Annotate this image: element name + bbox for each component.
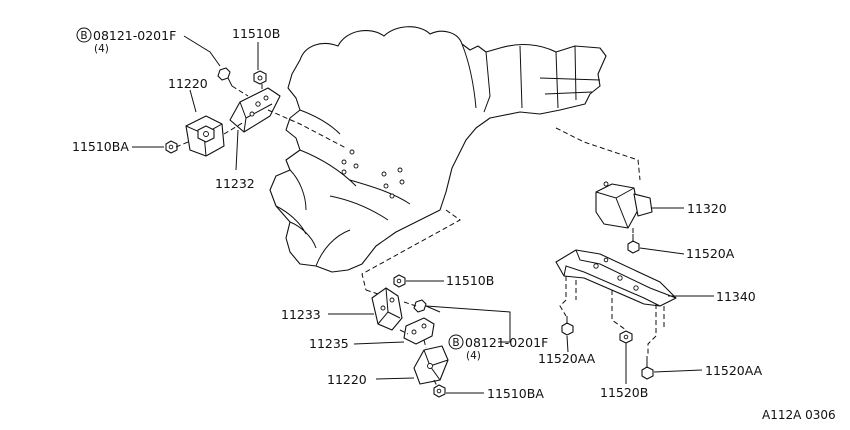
nut-top-icon (253, 70, 267, 85)
nut-left-icon (165, 140, 178, 154)
diagram-reference-code: A112A 0306 (762, 408, 836, 422)
bolt-b-icon (619, 330, 633, 344)
insulator-bottom-icon (413, 345, 449, 385)
label-plate-bottom: 11235 (309, 336, 349, 351)
bolt-symbol-text: B (80, 30, 87, 42)
bolt-b-symbol-icon (448, 334, 464, 350)
label-nut-left: 11510BA (72, 139, 129, 154)
label-nut-bottom: 11510BA (487, 386, 544, 401)
leader-insulator-top (189, 89, 197, 113)
leader-insulator-bottom (375, 377, 415, 380)
bolt-bottom-quantity: (4) (466, 350, 481, 362)
label-bolt-member-mount: 11520A (686, 246, 735, 261)
trans-mount-dash (555, 127, 641, 181)
label-bolt-bottom: B 08121-0201F (4) (448, 334, 548, 362)
insulator-top-icon (185, 115, 225, 157)
nut-mid-icon (393, 274, 406, 288)
bolt-top-icon (217, 67, 233, 87)
label-bolt-aa-left: 11520AA (538, 351, 596, 366)
leader-bolt-member-mount (639, 247, 685, 255)
label-bracket-bottom: 11233 (281, 307, 321, 322)
leader-plate-bottom (353, 341, 405, 345)
leader-bolt-aa-left (566, 335, 569, 353)
label-bolt-top: B 08121-0201F (4) (76, 27, 176, 55)
bolt-bottom-part-number: 08121-0201F (465, 335, 548, 350)
label-nut-mid: 11510B (446, 273, 494, 288)
label-nut-top: 11510B (232, 26, 280, 41)
label-insulator-bottom: 11220 (327, 372, 367, 387)
label-insulator-top: 11220 (168, 76, 208, 91)
nut-bottom-icon (433, 384, 446, 398)
label-member-mount: 11320 (687, 201, 727, 216)
leader-bolt-bottom (425, 305, 511, 343)
leader-bolt-aa-right (653, 369, 703, 373)
bolt-top-quantity: (4) (94, 43, 109, 55)
bottom-fastener-dashes (399, 301, 438, 387)
label-bolt-b: 11520B (600, 385, 648, 400)
bracket-bottom-icon (371, 287, 403, 331)
bolt-aa-right-icon (641, 356, 654, 380)
crossmember-fastener-dashes (559, 276, 665, 356)
bolt-symbol-text: B (452, 337, 459, 349)
bolt-aa-left-icon (561, 316, 574, 336)
top-assembly-dashes (175, 84, 347, 149)
bracket-top-icon (229, 87, 281, 133)
label-crossmember: 11340 (716, 289, 756, 304)
leader-bracket-top (235, 129, 239, 171)
engine-transmission-outline (269, 26, 607, 273)
label-bracket-top: 11232 (215, 176, 255, 191)
leader-bolt-top (183, 35, 221, 67)
label-bolt-aa-right: 11520AA (705, 363, 763, 378)
plate-bottom-icon (403, 317, 435, 345)
bolt-b-symbol-icon (76, 27, 92, 43)
bolt-top-part-number: 08121-0201F (93, 28, 176, 43)
member-mount-icon (595, 181, 653, 229)
crossmember-icon (555, 249, 677, 307)
bolt-bottom-icon (413, 299, 441, 313)
